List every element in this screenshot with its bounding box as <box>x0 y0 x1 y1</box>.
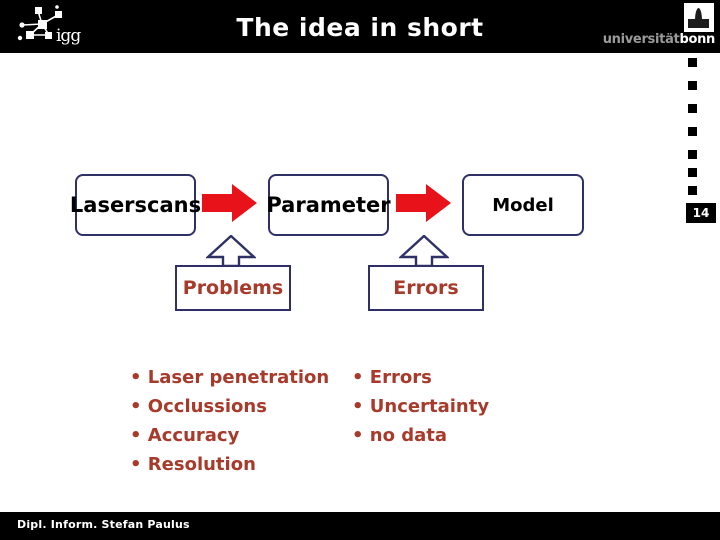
bullet-list-errors: • Errors • Uncertainty • no data <box>352 363 489 450</box>
list-item: • Uncertainty <box>352 392 489 421</box>
list-item-label: Uncertainty <box>369 396 490 417</box>
bonn-logo-city-word: bonn <box>679 32 715 47</box>
bonn-logo-wordmark: universitätbonn <box>602 32 716 47</box>
right-arrow-icon <box>396 183 452 223</box>
bullet-marker: • <box>130 396 142 417</box>
list-item-label: no data <box>369 425 448 446</box>
slide-footer-bar <box>0 512 720 540</box>
up-arrow-icon <box>397 234 451 268</box>
rail-square <box>688 58 697 67</box>
rail-square <box>688 104 697 113</box>
list-item-label: Occlussions <box>147 396 267 417</box>
list-item-label: Errors <box>369 367 432 388</box>
igg-logo: igg <box>8 3 98 49</box>
presenter-name: Dipl. Inform. Stefan Paulus <box>17 518 190 531</box>
flow-box-model: Model <box>462 174 584 236</box>
bonn-castle-icon <box>684 3 714 32</box>
page-number-badge: 14 <box>686 203 716 223</box>
rail-square <box>688 81 697 90</box>
list-item: • Occlussions <box>130 392 329 421</box>
list-item-label: Laser penetration <box>147 367 330 388</box>
flow-box-problems: Problems <box>175 265 291 311</box>
bonn-logo-university-word: universität <box>602 32 680 47</box>
list-item: • Accuracy <box>130 421 329 450</box>
rail-square <box>688 168 697 177</box>
bullet-marker: • <box>352 396 364 417</box>
rail-square <box>688 150 697 159</box>
igg-logo-text: igg <box>56 26 81 46</box>
slide-header-bar <box>0 0 720 53</box>
list-item: • Resolution <box>130 450 329 479</box>
list-item-label: Resolution <box>147 454 256 475</box>
bullet-marker: • <box>130 425 142 446</box>
up-arrow-icon <box>204 234 258 268</box>
flow-box-laserscans: Laserscans <box>70 174 201 236</box>
right-arrow-icon <box>202 183 258 223</box>
page-title: The idea in short <box>236 13 484 42</box>
list-item: • no data <box>352 421 489 450</box>
flow-box-errors: Errors <box>368 265 484 311</box>
rail-square <box>688 127 697 136</box>
bullet-marker: • <box>130 367 142 388</box>
igg-network-icon <box>17 5 62 41</box>
list-item-label: Accuracy <box>147 425 240 446</box>
rail-square <box>688 186 697 195</box>
bullet-marker: • <box>352 367 364 388</box>
bullet-marker: • <box>352 425 364 446</box>
bullet-marker: • <box>130 454 142 475</box>
flow-box-parameter: Parameter <box>266 174 391 236</box>
universitaet-bonn-logo: universitätbonn <box>603 2 716 50</box>
bullet-list-problems: • Laser penetration • Occlussions • Accu… <box>130 363 329 479</box>
list-item: • Laser penetration <box>130 363 329 392</box>
list-item: • Errors <box>352 363 489 392</box>
